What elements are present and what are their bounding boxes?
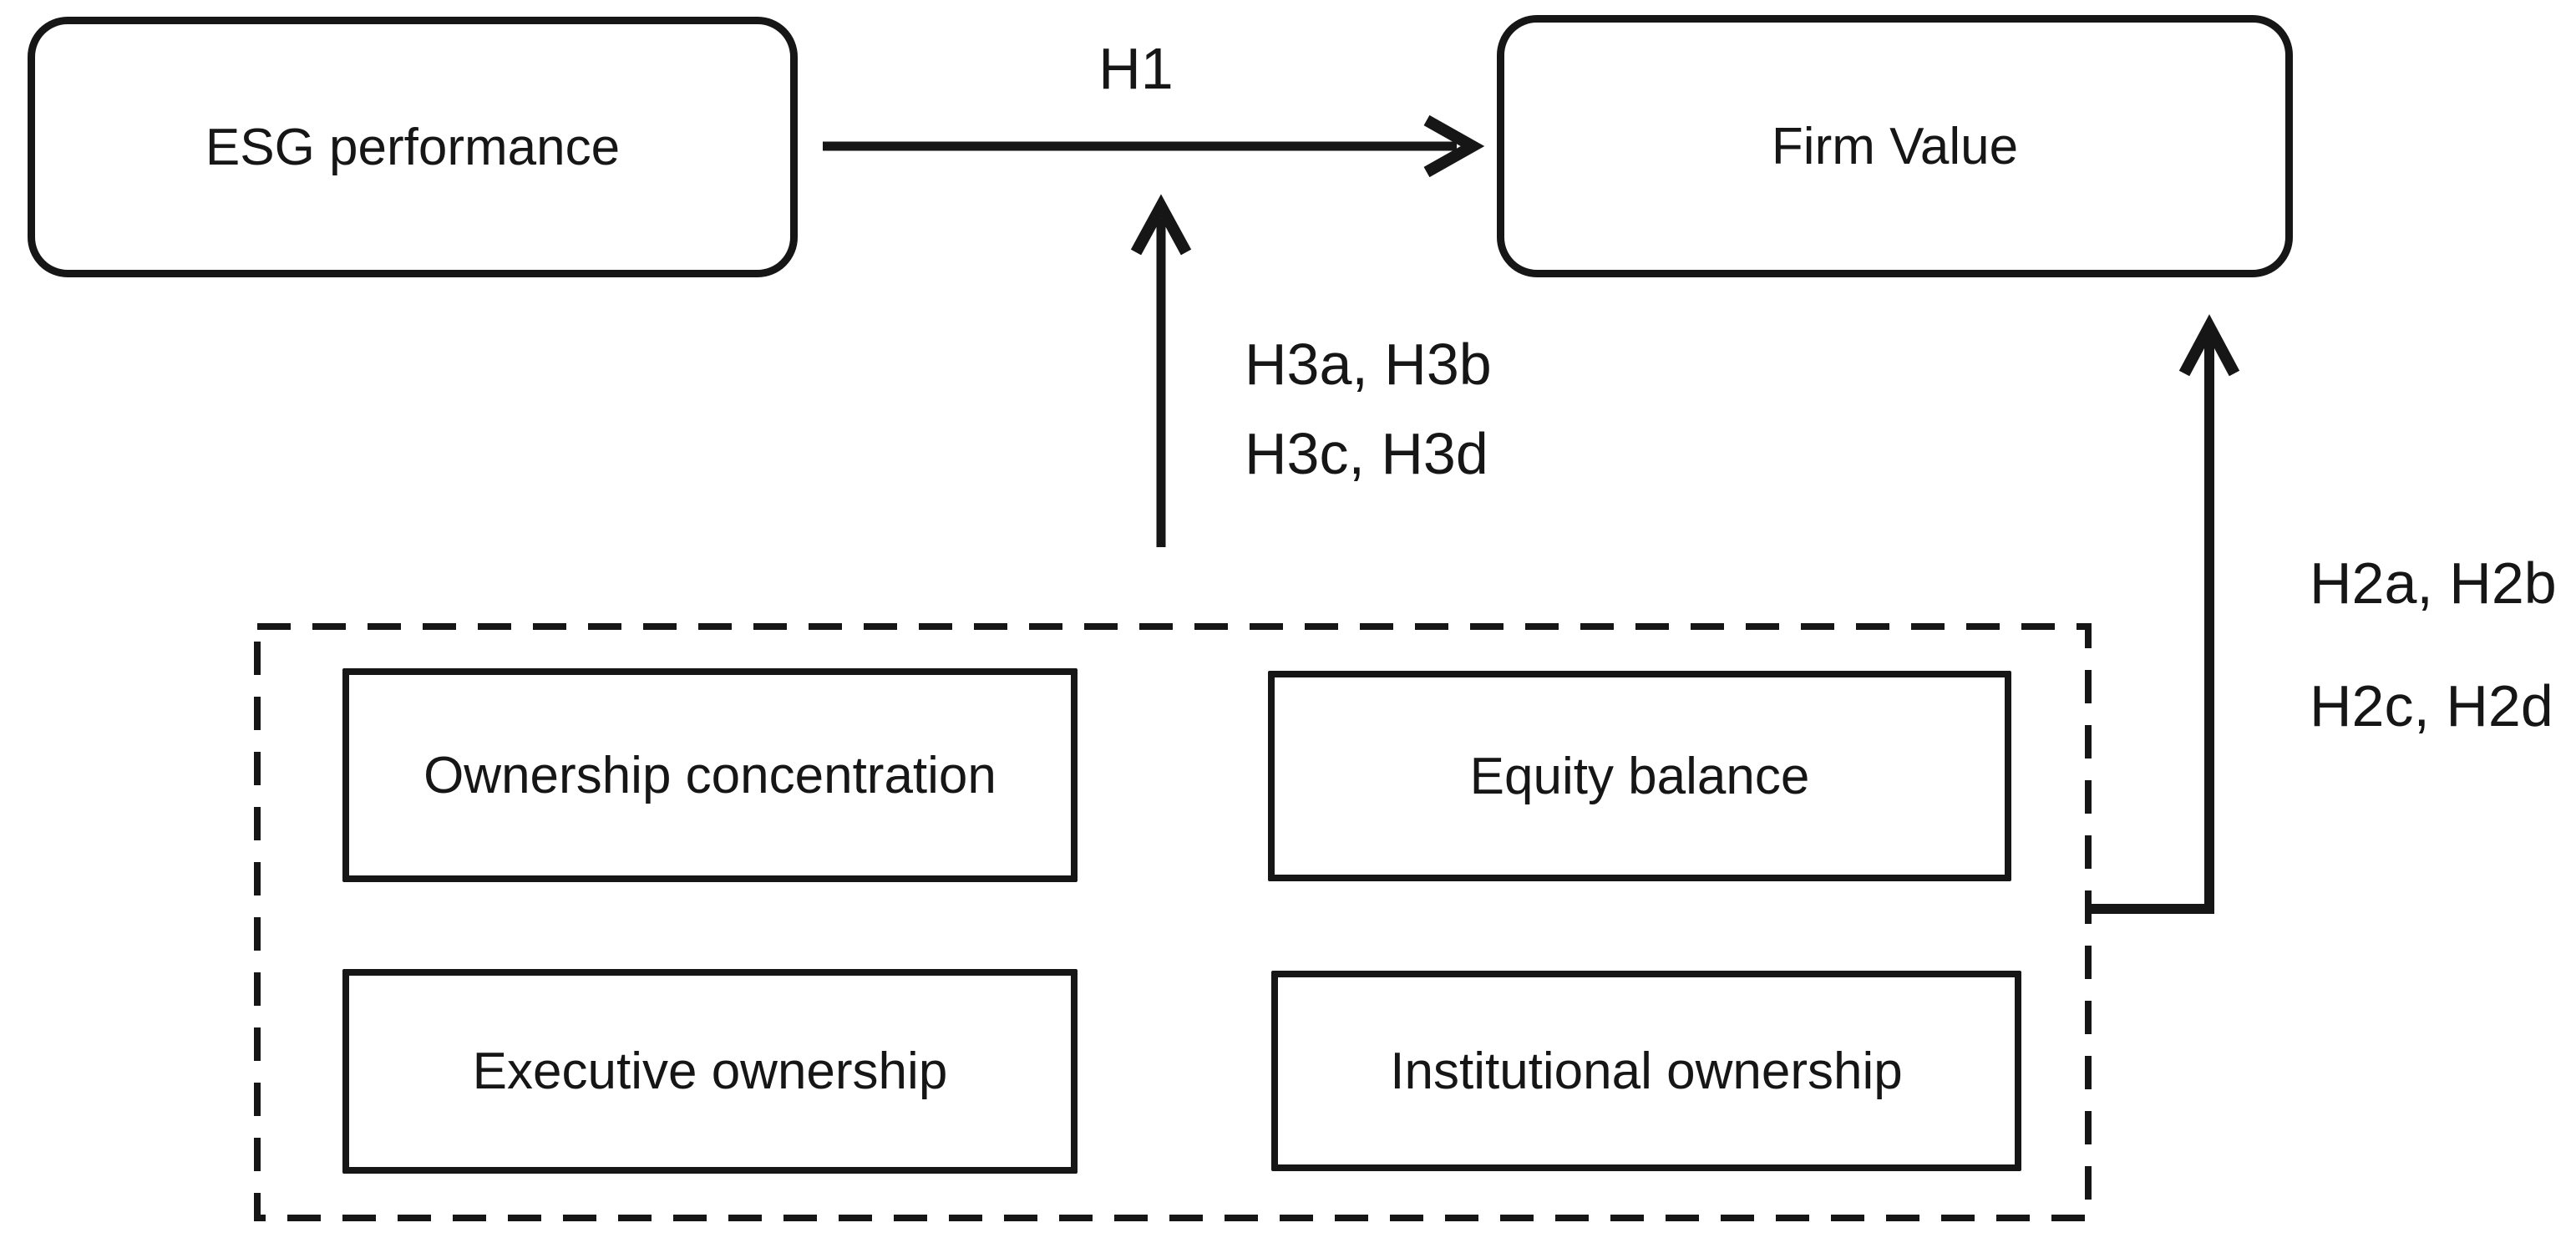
node-firm-value-label: Firm Value — [1771, 117, 2019, 175]
node-institutional-ownership-label: Institutional ownership — [1390, 1042, 1903, 1100]
node-firm-value: Firm Value — [1497, 15, 2293, 277]
node-esg-performance-label: ESG performance — [205, 118, 621, 176]
node-institutional-ownership: Institutional ownership — [1271, 971, 2021, 1171]
node-esg-performance: ESG performance — [28, 17, 798, 277]
h2-arrow-line — [2087, 338, 2214, 914]
h3-hypothesis-line-2: H3c, H3d — [1245, 421, 1488, 486]
h3-hypothesis-line-1: H3a, H3b — [1245, 332, 1492, 397]
h2-hypothesis-label: H2a, H2b H2c, H2d — [2310, 522, 2557, 768]
h1-hypothesis-label: H1 — [1098, 35, 1173, 102]
node-equity-balance-label: Equity balance — [1469, 747, 1810, 805]
h2-arrowhead-icon — [2178, 314, 2240, 377]
node-equity-balance: Equity balance — [1268, 671, 2011, 881]
node-ownership-concentration: Ownership concentration — [342, 668, 1078, 882]
node-executive-ownership: Executive ownership — [342, 969, 1078, 1174]
h3-hypothesis-label: H3a, H3b H3c, H3d — [1245, 320, 1492, 499]
node-ownership-concentration-label: Ownership concentration — [423, 746, 996, 804]
h2-hypothesis-line-2: H2c, H2d — [2310, 673, 2553, 738]
h2-hypothesis-line-1: H2a, H2b — [2310, 550, 2557, 616]
h3-arrowhead-icon — [1130, 194, 1192, 256]
ownership-variables-group: Ownership concentration Equity balance E… — [254, 623, 2092, 1221]
h1-arrowhead-icon — [1423, 114, 1485, 178]
h1-hypothesis-text: H1 — [1098, 36, 1174, 101]
node-executive-ownership-label: Executive ownership — [472, 1043, 948, 1100]
